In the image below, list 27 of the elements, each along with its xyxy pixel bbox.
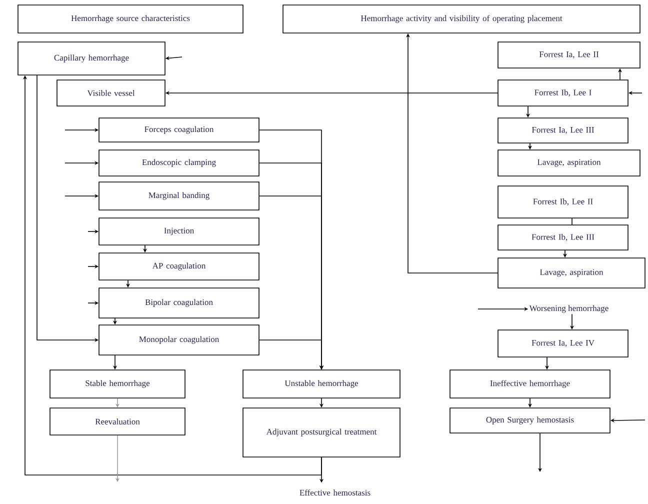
process-box: Forrest Ia, Lee IV: [498, 330, 628, 358]
process-box: Adjuvant postsurgical treatment: [242, 408, 400, 458]
process-box: Lavage, aspiration: [498, 258, 646, 288]
process-box: AP coagulation: [98, 252, 260, 280]
process-box: Unstable hemorrhage: [242, 370, 400, 398]
process-box: Reevaluation: [50, 408, 186, 436]
process-box: Open Surgery hemostasis: [450, 408, 610, 434]
process-box: Capillary hemorrhage: [18, 42, 166, 76]
process-box: Visible vessel: [56, 80, 166, 106]
process-box: Forrest Ib, Lee III: [498, 224, 628, 250]
text-label: Effective hemostasis: [300, 489, 370, 496]
process-box: Hemorrhage source characteristics: [18, 4, 244, 34]
process-box: Endoscopic clamping: [98, 150, 260, 176]
process-box: Ineffective hemorrhage: [450, 370, 610, 398]
process-box: Injection: [98, 218, 260, 246]
process-box: Marginal banding: [98, 182, 260, 210]
process-box: Forrest Ia, Lee II: [498, 42, 640, 68]
process-box: Stable hemorrhage: [50, 370, 186, 398]
process-box: Forceps coagulation: [98, 118, 260, 142]
process-box: Forrest Ia, Lee III: [498, 118, 628, 144]
text-label: Worsening hemorrhage: [529, 305, 608, 313]
process-box: Forrest Ib, Lee II: [498, 186, 628, 218]
process-box: Monopolar coagulation: [98, 324, 260, 356]
process-box: Lavage, aspiration: [498, 150, 640, 176]
process-box: Hemorrhage activity and visibility of operating placement: [282, 4, 640, 34]
process-box: Forrest Ib, Lee I: [498, 80, 628, 106]
process-box: Bipolar coagulation: [98, 288, 260, 318]
